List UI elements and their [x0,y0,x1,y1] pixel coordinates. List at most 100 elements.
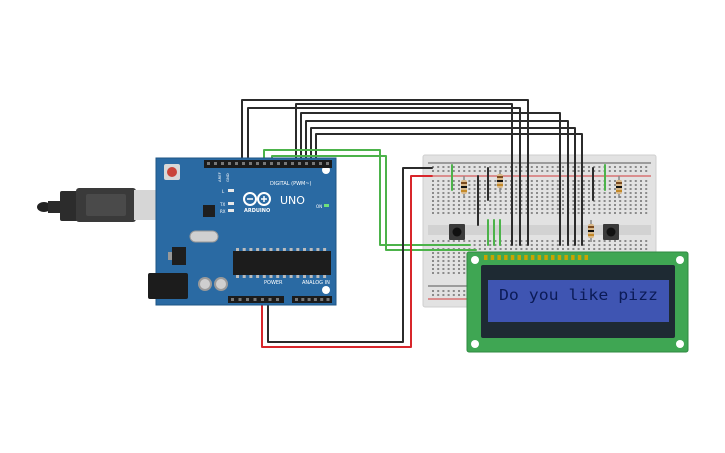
breadboard-hole [536,170,538,172]
lcd-screen [488,280,669,322]
power-pin [246,298,249,301]
breadboard-hole [447,192,450,194]
breadboard-hole [452,294,455,296]
breadboard-hole [582,192,585,194]
breadboard-hole [567,248,570,250]
breadboard-hole [562,188,564,190]
resistor-icon[interactable] [497,170,503,192]
breadboard-hole [468,200,471,202]
breadboard-hole [515,212,518,214]
power-jack[interactable] [148,273,188,299]
digital-header[interactable] [204,160,332,168]
breadboard-hole [489,188,492,190]
breadboard-hole [577,188,580,190]
arduino-logo [243,192,271,206]
lcd-pin [484,255,488,260]
breadboard-hole [634,180,637,182]
breadboard-hole [541,204,544,206]
breadboard-hole [489,184,492,186]
breadboard-hole [463,294,466,296]
breadboard-hole [562,192,564,194]
reset-button-icon[interactable] [164,164,180,180]
breadboard-hole [640,188,642,190]
resistor-icon[interactable] [588,220,594,242]
usb-cable-icon[interactable] [37,188,168,222]
breadboard-hole [452,256,455,258]
breadboard-hole [598,188,601,190]
breadboard-hole [614,180,616,182]
breadboard-hole [510,248,512,250]
analog-label: ANALOG IN [302,280,330,286]
breadboard-hole [489,170,492,172]
breadboard-hole [452,204,455,206]
breadboard-hole [520,192,523,194]
analog-header[interactable] [292,296,332,303]
breadboard-hole [432,260,434,262]
header-pin [263,162,266,165]
header-pin [270,162,273,165]
breadboard-hole [598,184,601,186]
breadboard-hole [458,256,460,258]
breadboard-hole [645,170,648,172]
breadboard-hole [473,204,476,206]
breadboard-hole [442,192,445,194]
arduino-uno-board[interactable]: AREF GND DIGITAL (PWM~) ARDUINO UNO ON L… [148,157,337,306]
breadboard-hole [556,212,559,214]
breadboard-hole [478,208,481,210]
breadboard-hole [572,212,575,214]
breadboard-hole [582,204,585,206]
breadboard-hole [645,248,648,250]
breadboard-hole [624,196,627,198]
breadboard-hole [437,294,440,296]
breadboard-hole [447,180,450,182]
breadboard-hole [640,240,642,242]
breadboard-hole [468,166,471,168]
breadboard-hole [541,208,544,210]
breadboard-hole [536,200,538,202]
breadboard-hole [515,188,518,190]
breadboard-hole [582,244,585,246]
breadboard-hole [489,196,492,198]
breadboard-hole [582,240,585,242]
breadboard-hole [494,184,497,186]
breadboard-hole [541,196,544,198]
breadboard-hole [588,204,590,206]
breadboard-hole [452,196,455,198]
breadboard-hole [530,188,533,190]
breadboard-hole [478,170,481,172]
resistor-icon[interactable] [461,176,467,198]
breadboard-hole [520,208,523,210]
breadboard-hole [614,240,616,242]
chip-pin [282,248,286,251]
push-button-icon[interactable] [603,224,619,240]
breadboard-hole [489,244,492,246]
breadboard-hole [525,204,528,206]
breadboard-hole [551,196,554,198]
breadboard-hole [442,252,445,254]
breadboard-hole [478,240,481,242]
wires [241,99,606,348]
breadboard-hole [619,240,622,242]
breadboard-hole [536,188,538,190]
breadboard-hole [629,240,632,242]
push-button-icon[interactable] [449,224,465,240]
breadboard-hole [551,248,554,250]
breadboard-hole [598,192,601,194]
resistor-icon[interactable] [616,176,622,198]
breadboard-hole [432,188,434,190]
breadboard-hole [608,204,611,206]
lcd-text: Do you like pizz [499,286,658,304]
breadboard-hole [645,240,648,242]
chip-pin [303,275,306,278]
breadboard-hole [458,192,460,194]
chip-pin [276,248,280,251]
power-label: POWER [264,280,283,286]
breadboard-hole [489,200,492,202]
wire-black-7 [315,133,583,246]
analog-pin [307,298,311,301]
breadboard-hole [577,170,580,172]
breadboard-hole [437,290,440,292]
breadboard-hole [458,268,460,270]
lcd-module[interactable]: Do you like pizz [466,251,689,353]
breadboard-hole [463,204,466,206]
